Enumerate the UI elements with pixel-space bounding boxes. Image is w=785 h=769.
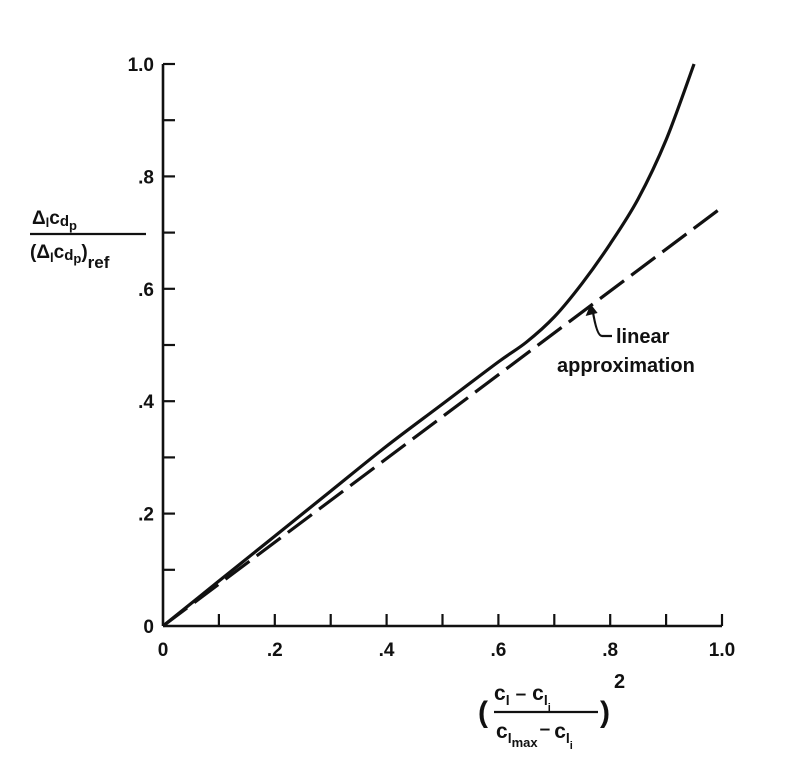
annotation-line-1: linear (616, 326, 670, 348)
chart-tick-labels: 0 .2 .4 .6 .8 1.0 0 .2 .4 .6 .8 1.0 (128, 55, 736, 661)
x-tick-label: .2 (267, 640, 283, 661)
series-line-linear-approximation (162, 206, 723, 628)
chart-ticks (163, 62, 724, 626)
y-tick-label: 0 (143, 617, 154, 638)
y-tick-label: .2 (138, 505, 154, 526)
annotation-arrowhead (585, 303, 598, 316)
x-axis-label: ( cl–cli clmax–cli ) 2 (478, 671, 625, 752)
series-line-curve (161, 63, 696, 628)
y-label-numerator: Δlcdp (32, 208, 77, 233)
annotation: linear approximation (557, 303, 695, 377)
chart-series (161, 63, 723, 628)
x-label-close-paren: ) (600, 696, 610, 729)
x-label-denominator: clmax–cli (496, 719, 573, 752)
x-label-exponent: 2 (614, 671, 625, 693)
x-label-open-paren: ( (478, 696, 488, 729)
annotation-line-2: approximation (557, 355, 695, 377)
x-tick-label: 0 (158, 640, 169, 661)
y-axis-label: Δlcdp (Δlcdp)ref (30, 208, 146, 272)
y-tick-label: .8 (138, 167, 154, 188)
y-tick-label: .4 (138, 392, 154, 413)
x-label-numerator: cl–cli (494, 682, 551, 714)
y-tick-label: .6 (138, 280, 154, 301)
annotation-leader-line (591, 309, 612, 338)
x-tick-label: 1.0 (709, 640, 735, 661)
y-label-denominator: (Δlcdp)ref (30, 242, 110, 272)
x-tick-label: .6 (490, 640, 506, 661)
x-tick-label: .8 (602, 640, 618, 661)
x-tick-label: .4 (379, 640, 395, 661)
y-tick-label: 1.0 (128, 55, 154, 76)
